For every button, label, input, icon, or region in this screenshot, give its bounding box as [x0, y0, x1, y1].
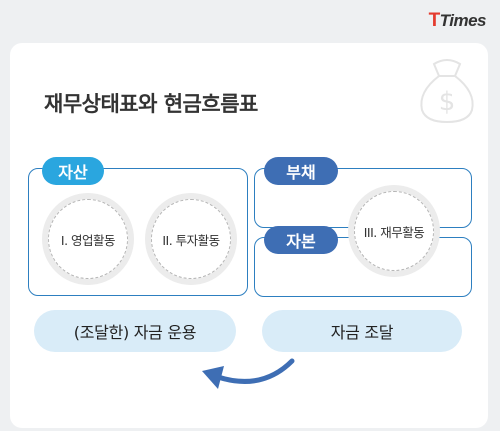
asset-label: 자산 [42, 157, 104, 185]
financing-activity: III. 재무활동 [348, 185, 440, 277]
operating-activity: I. 영업활동 [42, 193, 134, 285]
financing-activity-label: III. 재무활동 [363, 224, 425, 240]
curved-arrow-left-icon [202, 358, 295, 389]
fund-use-button: (조달한) 자금 운용 [34, 310, 236, 352]
investing-activity-label: II. 투자활동 [162, 232, 220, 248]
brand-logo: TTimes [428, 10, 487, 32]
diagram-title: 재무상태표와 현금흐름표 [44, 92, 258, 116]
equity-label: 자본 [264, 226, 338, 254]
investing-activity: II. 투자활동 [145, 193, 237, 285]
brand-rest: Times [439, 11, 487, 30]
brand-accent: T [428, 10, 441, 31]
svg-text:$: $ [439, 87, 456, 117]
money-bag-icon: $ [420, 59, 474, 124]
fund-raise-button: 자금 조달 [262, 310, 462, 352]
operating-activity-label: I. 영업활동 [60, 232, 116, 248]
liability-label: 부채 [264, 157, 338, 185]
